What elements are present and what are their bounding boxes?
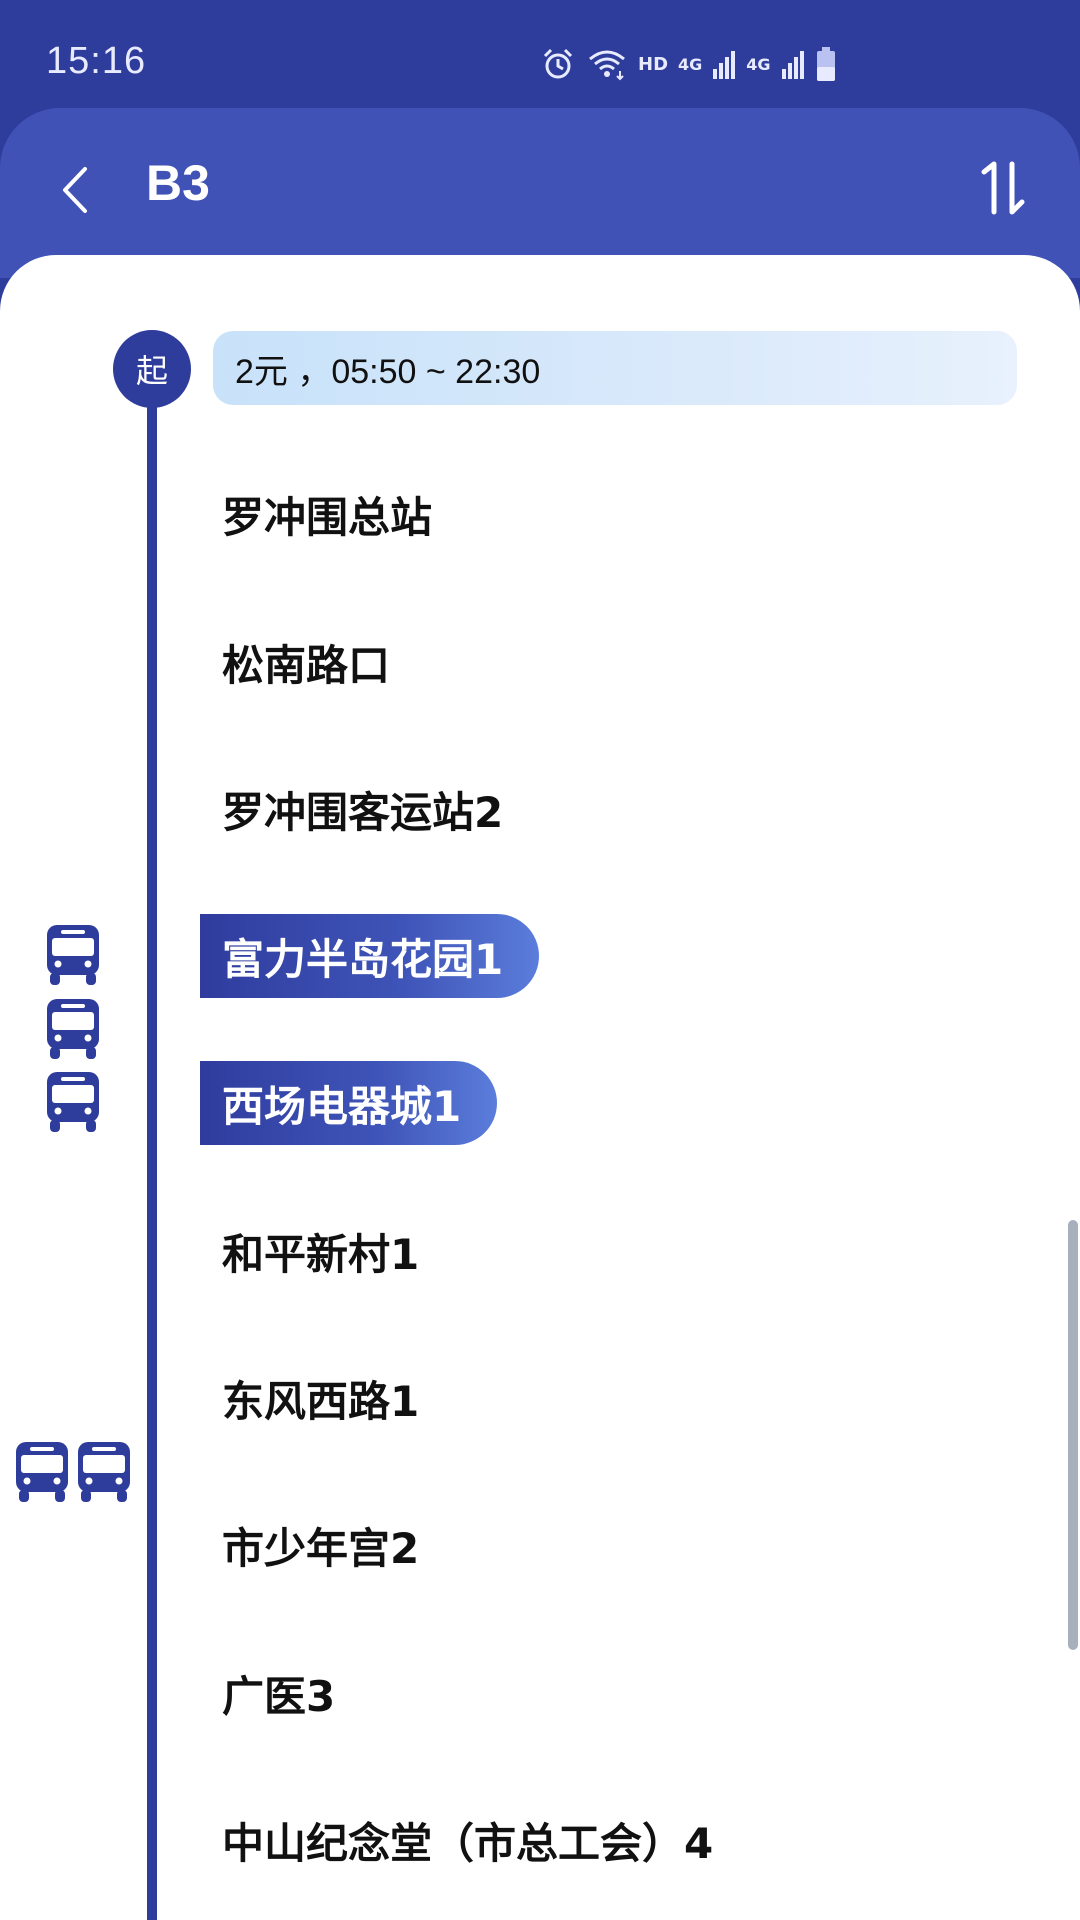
bus-icon[interactable] — [45, 923, 101, 987]
stop-name: 罗冲围客运站2 — [222, 787, 504, 837]
hd-label: HD — [638, 53, 669, 75]
status-time: 15:16 — [46, 40, 147, 82]
route-title: B3 — [146, 155, 210, 211]
bus-icon[interactable] — [45, 1070, 101, 1134]
stop-item[interactable]: 中山纪念堂（市总工会）4 — [200, 1798, 749, 1882]
stop-item[interactable]: 市少年宫2 — [200, 1503, 455, 1587]
stop-item[interactable]: 罗冲围总站 — [200, 472, 468, 556]
stop-name: 罗冲围总站 — [222, 492, 433, 542]
route-header: B3 — [0, 108, 1080, 278]
stop-list-panel[interactable]: 起 2元 ，05:50 ~ 22:30 罗冲围总站 松南路口 罗冲围客运站2 富… — [0, 255, 1080, 1920]
swap-direction-icon — [981, 161, 1025, 215]
stop-item[interactable]: 松南路口 — [200, 620, 426, 704]
stop-name: 中山纪念堂（市总工会）4 — [222, 1818, 714, 1868]
route-line — [147, 345, 157, 1920]
fare-hours-info: 2元 ，05:50 ~ 22:30 — [213, 331, 1017, 405]
stop-name: 和平新村1 — [222, 1229, 420, 1279]
stop-item[interactable]: 罗冲围客运站2 — [200, 767, 539, 851]
stop-item[interactable]: 和平新村1 — [200, 1209, 455, 1293]
wifi-icon — [589, 50, 625, 81]
stop-item[interactable]: 东风西路1 — [200, 1356, 455, 1440]
stop-name: 富力半岛花园1 — [200, 914, 540, 998]
stop-name: 西场电器城1 — [200, 1061, 498, 1145]
bus-icon[interactable] — [45, 997, 101, 1061]
back-button[interactable] — [52, 158, 96, 222]
signal-icon-1 — [713, 51, 736, 79]
bus-icon[interactable] — [76, 1440, 132, 1504]
alarm-icon — [543, 48, 573, 79]
stop-item[interactable]: 广医3 — [200, 1651, 371, 1735]
signal-icon-2 — [781, 51, 804, 79]
start-marker: 起 — [113, 330, 191, 408]
stop-name: 松南路口 — [222, 640, 391, 690]
bus-icon[interactable] — [14, 1440, 70, 1504]
stop-name: 东风西路1 — [222, 1376, 420, 1426]
stop-item-active[interactable]: 富力半岛花园1 — [200, 914, 540, 998]
stop-item-active[interactable]: 西场电器城1 — [200, 1061, 498, 1145]
network-label-1: 4G — [678, 54, 703, 74]
stop-name: 市少年宫2 — [222, 1523, 420, 1573]
network-label-2: 4G — [746, 54, 771, 74]
stop-name: 广医3 — [222, 1671, 336, 1721]
status-icons: HD 4G 4G — [540, 44, 837, 84]
scrollbar[interactable] — [1068, 1220, 1078, 1650]
chevron-left-icon — [63, 167, 87, 213]
battery-icon — [816, 47, 835, 81]
swap-direction-button[interactable] — [970, 156, 1036, 222]
status-bar: 15:16 HD 4G 4G — [0, 0, 1080, 110]
